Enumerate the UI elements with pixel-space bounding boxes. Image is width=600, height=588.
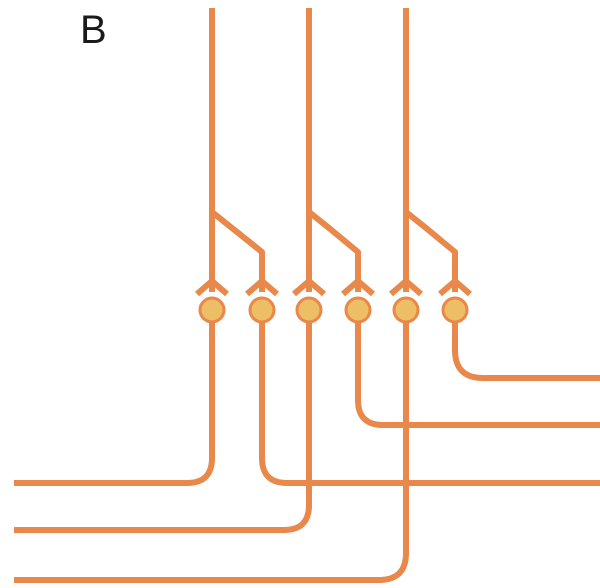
output-line-2 <box>259 322 600 486</box>
synapse-chevrons <box>195 278 472 297</box>
fiber-branch-3 <box>404 209 458 292</box>
cell-body-2 <box>248 296 276 324</box>
cell-body-3 <box>295 296 323 324</box>
input-fiber-1 <box>209 8 265 292</box>
synapse-chevron-3 <box>292 278 326 297</box>
fiber-branch-1 <box>210 209 265 292</box>
cell-body-6 <box>441 296 469 324</box>
cell-body-5 <box>392 296 420 324</box>
input-fiber-3 <box>403 8 458 292</box>
synapse-chevron-6 <box>438 278 472 297</box>
output-line-6 <box>452 322 600 381</box>
synapse-chevron-2 <box>245 278 279 297</box>
input-fiber-2 <box>306 8 361 292</box>
output-line-5 <box>14 322 409 583</box>
output-lines <box>14 322 600 583</box>
output-line-4 <box>355 322 600 428</box>
cell-body-1 <box>198 296 226 324</box>
synapse-chevron-5 <box>389 278 423 297</box>
synapse-chevron-1 <box>195 278 229 297</box>
cell-body-4 <box>344 296 372 324</box>
fiber-branch-2 <box>307 209 361 292</box>
panel-label: B <box>80 8 107 52</box>
cell-bodies <box>198 296 469 324</box>
synapse-chevron-4 <box>341 278 375 297</box>
output-line-1 <box>14 322 215 486</box>
output-line-3 <box>14 322 312 533</box>
